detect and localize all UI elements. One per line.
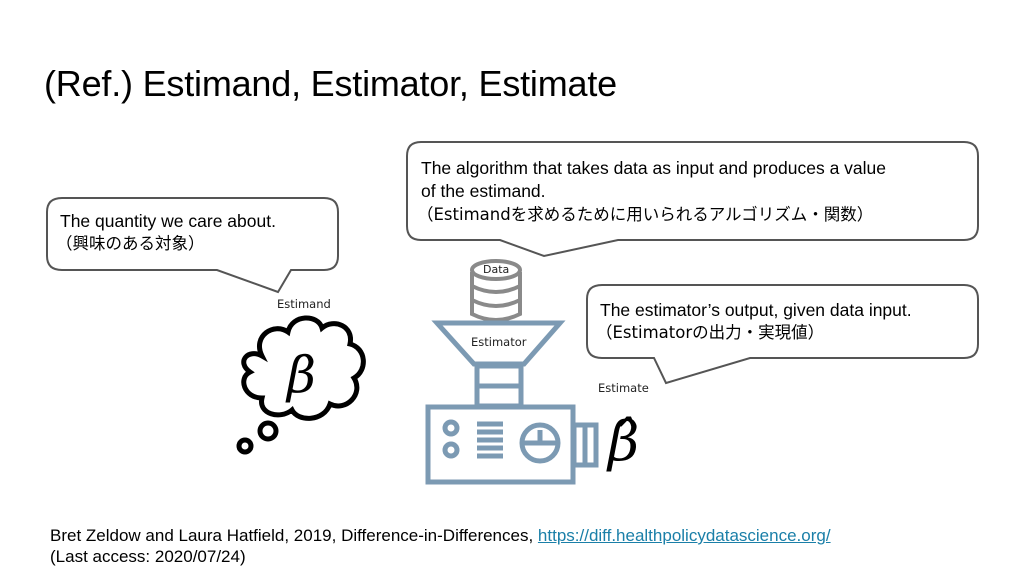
- estimator-label: Estimator: [471, 335, 527, 349]
- estimator-bubble-text-line1: The algorithm that takes data as input a…: [421, 158, 887, 178]
- citation: Bret Zeldow and Laura Hatfield, 2019, Di…: [50, 525, 831, 567]
- estimand-label: Estimand: [277, 297, 331, 311]
- beta-hat-symbol: β̂: [608, 410, 640, 473]
- machine-icon: [425, 404, 599, 485]
- estimate-bubble-text-en: The estimator’s output, given data input…: [600, 300, 912, 320]
- estimand-bubble-text-en: The quantity we care about.: [60, 211, 276, 231]
- estimator-bubble-text-ja: （Estimandを求めるために用いられるアルゴリズム・関数）: [417, 205, 874, 224]
- last-access-text: (Last access: 2020/07/24): [50, 547, 246, 566]
- data-label: Data: [483, 263, 510, 276]
- slide-title: (Ref.) Estimand, Estimator, Estimate: [44, 63, 617, 104]
- estimate-label: Estimate: [598, 381, 649, 395]
- beta-symbol: β: [287, 346, 316, 404]
- citation-text: Bret Zeldow and Laura Hatfield, 2019, Di…: [50, 526, 538, 545]
- estimator-bubble-text-line2: of the estimand.: [421, 181, 546, 201]
- citation-link[interactable]: https://diff.healthpolicydatascience.org…: [537, 526, 831, 545]
- estimate-bubble-text-ja: （Estimatorの出力・実現値）: [596, 323, 825, 342]
- estimand-bubble-text-ja: （興味のある対象）: [56, 234, 205, 253]
